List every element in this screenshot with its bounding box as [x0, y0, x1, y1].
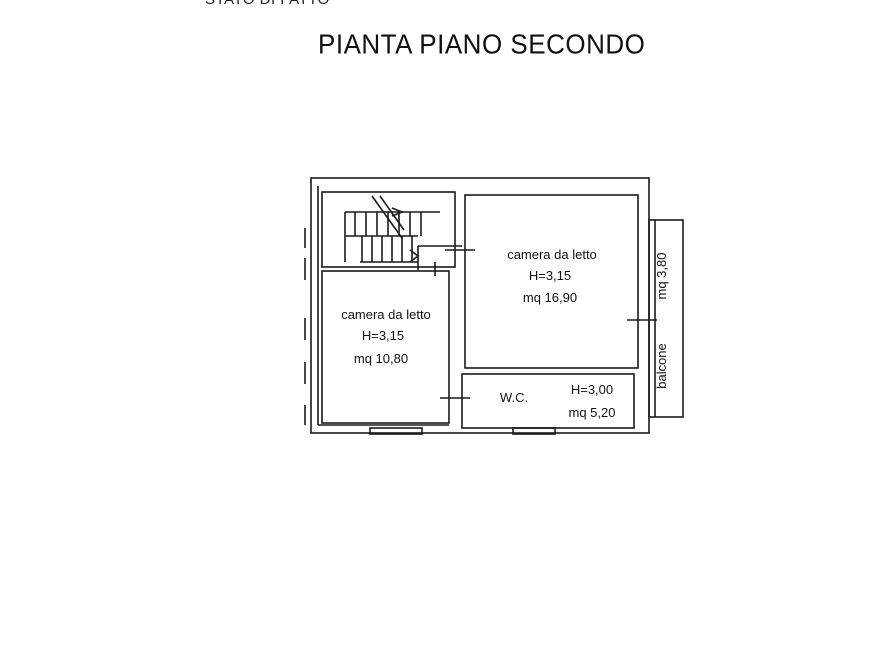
page-title: PIANTA PIANO SECONDO — [318, 28, 646, 60]
bedroom-large-name: camera da letto — [507, 247, 597, 262]
stair-diagonal-1 — [371, 195, 403, 239]
stair-arrow-upper — [391, 207, 405, 217]
bedroom-large-height: H=3,15 — [529, 268, 571, 283]
wc-area: mq 5,20 — [569, 405, 616, 420]
balcony-name: balcone — [654, 343, 669, 389]
bedroom-large-area: mq 16,90 — [523, 290, 577, 305]
balcony-outline — [648, 219, 684, 418]
window-bottom-right — [512, 427, 556, 435]
wc-height: H=3,00 — [571, 382, 613, 397]
stair-treads-lower — [361, 236, 413, 262]
stair-room — [321, 191, 456, 268]
bedroom-small-walls — [321, 270, 450, 424]
wc-name: W.C. — [500, 390, 528, 405]
bedroom-small-height: H=3,15 — [362, 328, 404, 343]
page-header-status: STATO DI FATTO — [205, 0, 330, 8]
bedroom-small-name: camera da letto — [341, 307, 431, 322]
balcony-area: mq 3,80 — [654, 253, 669, 300]
stair-diagonal-2 — [379, 195, 405, 231]
window-bottom-left — [369, 427, 423, 435]
stair-treads-upper — [354, 212, 422, 236]
bedroom-large-walls — [464, 194, 639, 369]
bedroom-small-area: mq 10,80 — [354, 351, 408, 366]
